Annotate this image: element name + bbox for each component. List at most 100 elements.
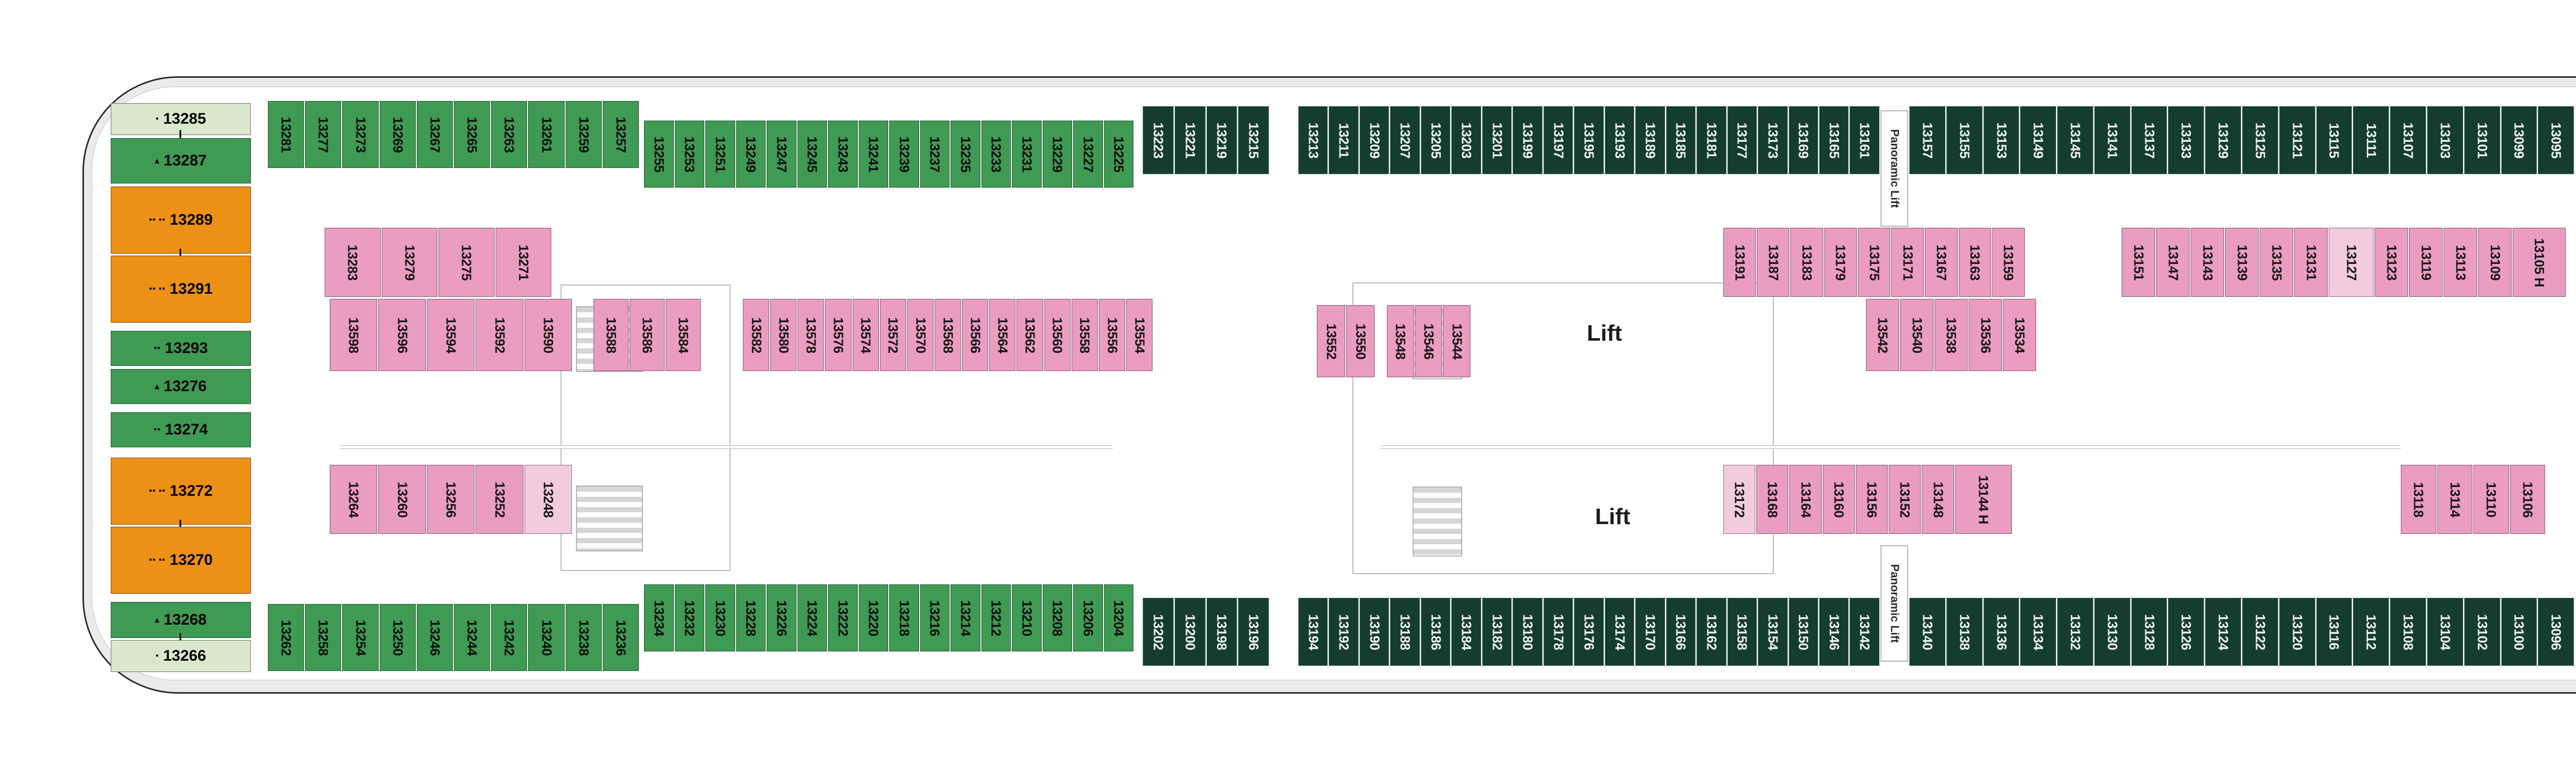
cabin-13236[interactable]: 13236 [602, 604, 639, 671]
cabin-13116[interactable]: 13116 [2316, 598, 2352, 666]
cabin-13118[interactable]: 13118 [2401, 465, 2436, 534]
cabin-13170[interactable]: 13170 [1635, 598, 1665, 666]
cabin-13159[interactable]: 13159 [1992, 228, 2025, 297]
cabin-13205[interactable]: 13205 [1420, 106, 1451, 174]
cabin-13168[interactable]: 13168 [1756, 465, 1789, 534]
cabin-13550[interactable]: 13550 [1346, 305, 1375, 377]
cabin-13279[interactable]: 13279 [381, 228, 437, 297]
cabin-13293[interactable]: ▪▪13293 [111, 331, 251, 366]
cabin-13564[interactable]: 13564 [989, 299, 1016, 371]
cabin-13546[interactable]: 13546 [1415, 305, 1443, 377]
cabin-13139[interactable]: 13139 [2225, 228, 2259, 297]
cabin-13264[interactable]: 13264 [330, 465, 378, 534]
cabin-13274[interactable]: ▪▪13274 [111, 412, 251, 447]
cabin-13172[interactable]: 13172 [1723, 465, 1756, 534]
cabin-13176[interactable]: 13176 [1574, 598, 1604, 666]
cabin-13219[interactable]: 13219 [1206, 106, 1238, 174]
cabin-13156[interactable]: 13156 [1855, 465, 1888, 534]
cabin-13289[interactable]: ▪▪ ▪▪13289 [111, 187, 251, 254]
cabin-13544[interactable]: 13544 [1443, 305, 1471, 377]
cabin-13238[interactable]: 13238 [565, 604, 602, 671]
cabin-13229[interactable]: 13229 [1042, 121, 1072, 188]
cabin-13157[interactable]: 13157 [1909, 106, 1945, 174]
cabin-13213[interactable]: 13213 [1298, 106, 1328, 174]
cabin-13103[interactable]: 13103 [2427, 106, 2463, 174]
cabin-13179[interactable]: 13179 [1824, 228, 1857, 297]
cabin-13267[interactable]: 13267 [416, 101, 453, 168]
cabin-13128[interactable]: 13128 [2131, 598, 2167, 666]
cabin-13195[interactable]: 13195 [1574, 106, 1604, 174]
cabin-13149[interactable]: 13149 [2020, 106, 2057, 174]
cabin-13175[interactable]: 13175 [1857, 228, 1891, 297]
cabin-13542[interactable]: 13542 [1866, 299, 1900, 371]
cabin-13540[interactable]: 13540 [1900, 299, 1934, 371]
cabin-13242[interactable]: 13242 [491, 604, 528, 671]
cabin-13596[interactable]: 13596 [378, 299, 426, 371]
cabin-13291[interactable]: ▪▪ ▪▪13291 [111, 256, 251, 323]
cabin-13233[interactable]: 13233 [981, 121, 1011, 188]
cabin-13251[interactable]: 13251 [705, 121, 735, 188]
cabin-13191[interactable]: 13191 [1723, 228, 1756, 297]
cabin-13148[interactable]: 13148 [1922, 465, 1954, 534]
cabin-13249[interactable]: 13249 [736, 121, 766, 188]
cabin-13218[interactable]: 13218 [889, 584, 919, 651]
cabin-13171[interactable]: 13171 [1891, 228, 1924, 297]
cabin-13134[interactable]: 13134 [2020, 598, 2057, 666]
cabin-13570[interactable]: 13570 [907, 299, 934, 371]
cabin-13560[interactable]: 13560 [1044, 299, 1071, 371]
cabin-13240[interactable]: 13240 [528, 604, 565, 671]
cabin-13155[interactable]: 13155 [1946, 106, 1982, 174]
cabin-13145[interactable]: 13145 [2057, 106, 2093, 174]
cabin-13105H[interactable]: 13105 H [2513, 228, 2566, 297]
cabin-13536[interactable]: 13536 [1969, 299, 2002, 371]
cabin-13255[interactable]: 13255 [644, 121, 674, 188]
cabin-13202[interactable]: 13202 [1143, 598, 1174, 666]
cabin-13235[interactable]: 13235 [951, 121, 980, 188]
cabin-13185[interactable]: 13185 [1666, 106, 1696, 174]
cabin-13173[interactable]: 13173 [1758, 106, 1788, 174]
cabin-13552[interactable]: 13552 [1317, 305, 1345, 377]
cabin-13262[interactable]: 13262 [268, 604, 304, 671]
cabin-13215[interactable]: 13215 [1238, 106, 1269, 174]
cabin-13554[interactable]: 13554 [1126, 299, 1153, 371]
cabin-13193[interactable]: 13193 [1604, 106, 1635, 174]
cabin-13275[interactable]: 13275 [438, 228, 495, 297]
cabin-13107[interactable]: 13107 [2390, 106, 2426, 174]
cabin-13141[interactable]: 13141 [2094, 106, 2130, 174]
cabin-13226[interactable]: 13226 [767, 584, 796, 651]
cabin-13256[interactable]: 13256 [427, 465, 475, 534]
cabin-13187[interactable]: 13187 [1757, 228, 1790, 297]
cabin-13246[interactable]: 13246 [416, 604, 453, 671]
cabin-13224[interactable]: 13224 [797, 584, 827, 651]
cabin-13164[interactable]: 13164 [1789, 465, 1822, 534]
cabin-13133[interactable]: 13133 [2168, 106, 2205, 174]
cabin-13586[interactable]: 13586 [630, 299, 665, 371]
cabin-13109[interactable]: 13109 [2478, 228, 2512, 297]
cabin-13203[interactable]: 13203 [1451, 106, 1481, 174]
cabin-13123[interactable]: 13123 [2375, 228, 2409, 297]
cabin-13099[interactable]: 13099 [2501, 106, 2537, 174]
cabin-13584[interactable]: 13584 [666, 299, 701, 371]
cabin-13101[interactable]: 13101 [2464, 106, 2500, 174]
cabin-13221[interactable]: 13221 [1174, 106, 1206, 174]
cabin-13580[interactable]: 13580 [770, 299, 797, 371]
cabin-13228[interactable]: 13228 [736, 584, 766, 651]
cabin-13192[interactable]: 13192 [1329, 598, 1359, 666]
cabin-13254[interactable]: 13254 [342, 604, 379, 671]
cabin-13167[interactable]: 13167 [1925, 228, 1958, 297]
cabin-13214[interactable]: 13214 [951, 584, 980, 651]
cabin-13270[interactable]: ▪▪ ▪▪13270 [111, 527, 251, 594]
cabin-13265[interactable]: 13265 [454, 101, 490, 168]
cabin-13180[interactable]: 13180 [1513, 598, 1543, 666]
cabin-13115[interactable]: 13115 [2316, 106, 2352, 174]
cabin-13281[interactable]: 13281 [268, 101, 304, 168]
cabin-13222[interactable]: 13222 [828, 584, 858, 651]
cabin-13257[interactable]: 13257 [602, 101, 639, 168]
cabin-13182[interactable]: 13182 [1482, 598, 1512, 666]
cabin-13112[interactable]: 13112 [2353, 598, 2389, 666]
cabin-13548[interactable]: 13548 [1387, 305, 1414, 377]
cabin-13111[interactable]: 13111 [2353, 106, 2389, 174]
cabin-13150[interactable]: 13150 [1788, 598, 1818, 666]
cabin-13154[interactable]: 13154 [1758, 598, 1788, 666]
cabin-13592[interactable]: 13592 [476, 299, 523, 371]
